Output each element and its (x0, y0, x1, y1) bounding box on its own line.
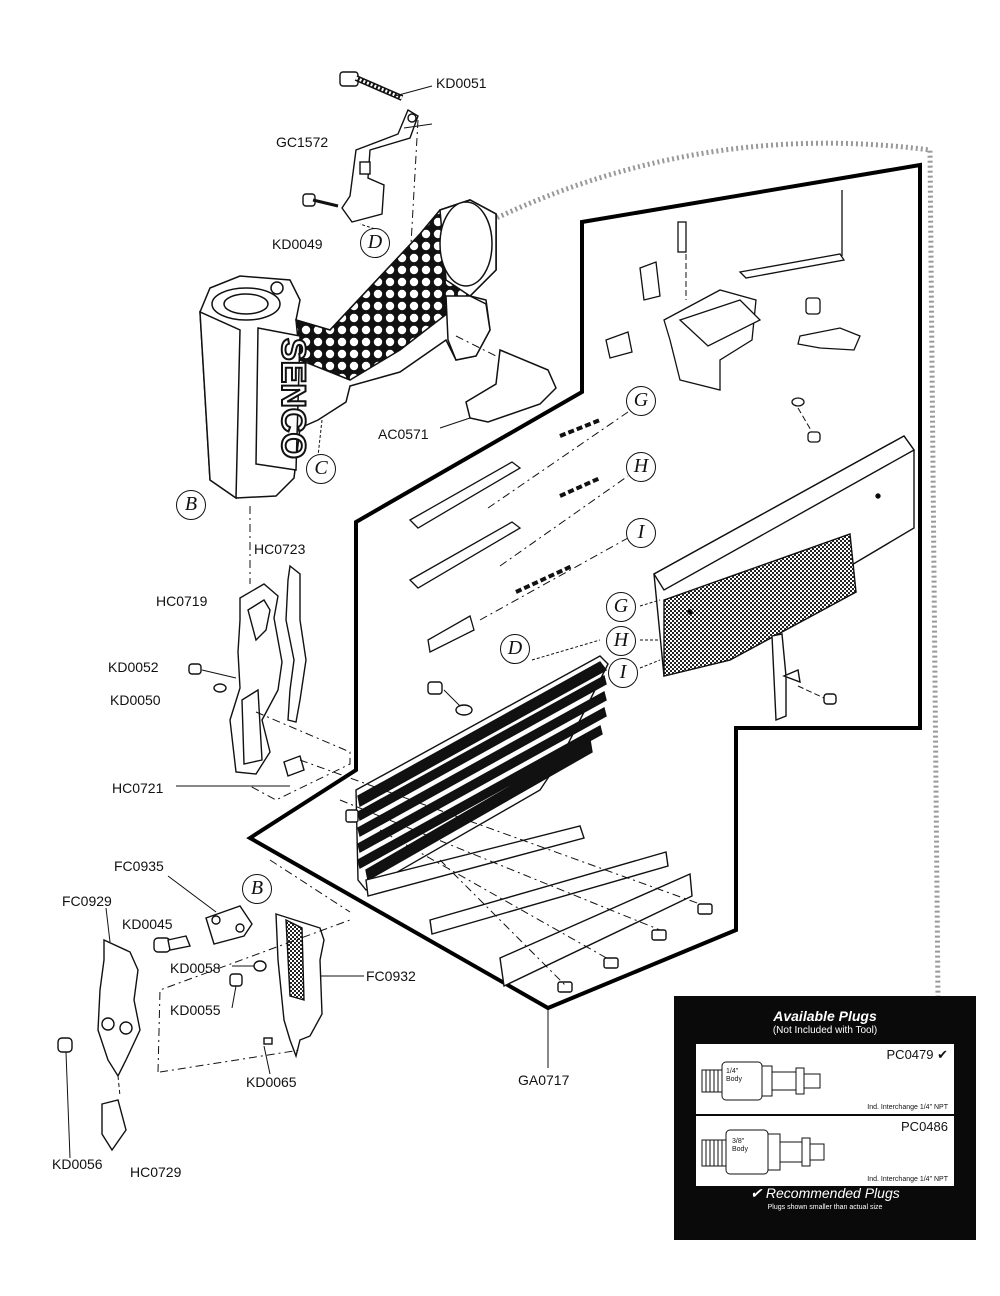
callout-C: C (306, 454, 336, 484)
label-KD0050: KD0050 (110, 692, 161, 708)
label-KD0045: KD0045 (122, 916, 173, 932)
label-KD0052: KD0052 (108, 659, 159, 675)
plug-icon-three-eighths (701, 1129, 825, 1175)
label-AC0571: AC0571 (378, 426, 429, 442)
label-KD0051: KD0051 (436, 75, 487, 91)
plug1-code: PC0479 ✔ (886, 1047, 948, 1062)
label-FC0932: FC0932 (366, 968, 416, 984)
label-GA0717: GA0717 (518, 1072, 570, 1088)
label-HC0723: HC0723 (254, 541, 306, 557)
plug2-code: PC0486 (901, 1119, 948, 1134)
label-FC0935: FC0935 (114, 858, 164, 874)
nose-assembly (57, 859, 364, 1159)
label-KD0049: KD0049 (272, 236, 323, 252)
label-KD0065: KD0065 (246, 1074, 297, 1090)
inset-frame (246, 162, 922, 1011)
plug1-body-label: 1/4" Body (726, 1068, 742, 1083)
callout-H-side: H (606, 626, 636, 656)
plug-card-PC0486: 3/8" Body PC0486 Ind. Interchange 1/4" N… (696, 1116, 954, 1186)
recommended-plugs-label: ✔ Recommended Plugs (750, 1185, 900, 1201)
tool-body (199, 199, 497, 500)
label-KD0058: KD0058 (170, 960, 221, 976)
label-FC0929: FC0929 (62, 893, 112, 909)
callout-D-top: D (360, 228, 390, 258)
inset-parts (408, 190, 861, 653)
plugs-size-note: Plugs shown smaller than actual size (767, 1204, 883, 1211)
plug-icon-quarter (701, 1061, 821, 1101)
label-KD0055: KD0055 (170, 1002, 221, 1018)
callout-H-top: H (626, 452, 656, 482)
brand-mark: SENCO (274, 338, 312, 459)
callout-B-bottom: B (242, 874, 272, 904)
available-plugs-panel: Available Plugs (Not Included with Tool)… (674, 996, 976, 1240)
plugs-subtitle: (Not Included with Tool) (772, 1025, 878, 1036)
trigger-part (439, 335, 557, 429)
callout-G-side: G (606, 592, 636, 622)
label-GC1572: GC1572 (276, 134, 329, 150)
plug1-note: Ind. Interchange 1/4" NPT (867, 1104, 948, 1111)
plug2-note: Ind. Interchange 1/4" NPT (867, 1176, 948, 1183)
label-HC0729: HC0729 (130, 1164, 182, 1180)
callout-I-side: I (608, 658, 638, 688)
label-KD0056: KD0056 (52, 1156, 103, 1172)
callout-B-top: B (176, 490, 206, 520)
plug2-body-label: 3/8" Body (732, 1138, 748, 1153)
left-bracket-parts (176, 506, 351, 801)
top-bracket-assembly (302, 71, 433, 263)
plugs-title: Available Plugs (773, 1008, 877, 1024)
magazine-rail-main (299, 655, 713, 1068)
callout-D-rail: D (500, 634, 530, 664)
label-HC0721: HC0721 (112, 780, 164, 796)
magazine-rail-right (653, 435, 916, 722)
label-HC0719: HC0719 (156, 593, 208, 609)
plug-card-PC0479: 1/4" Body PC0479 ✔ Ind. Interchange 1/4"… (696, 1044, 954, 1114)
callout-G-top: G (626, 386, 656, 416)
callout-I-top: I (626, 518, 656, 548)
